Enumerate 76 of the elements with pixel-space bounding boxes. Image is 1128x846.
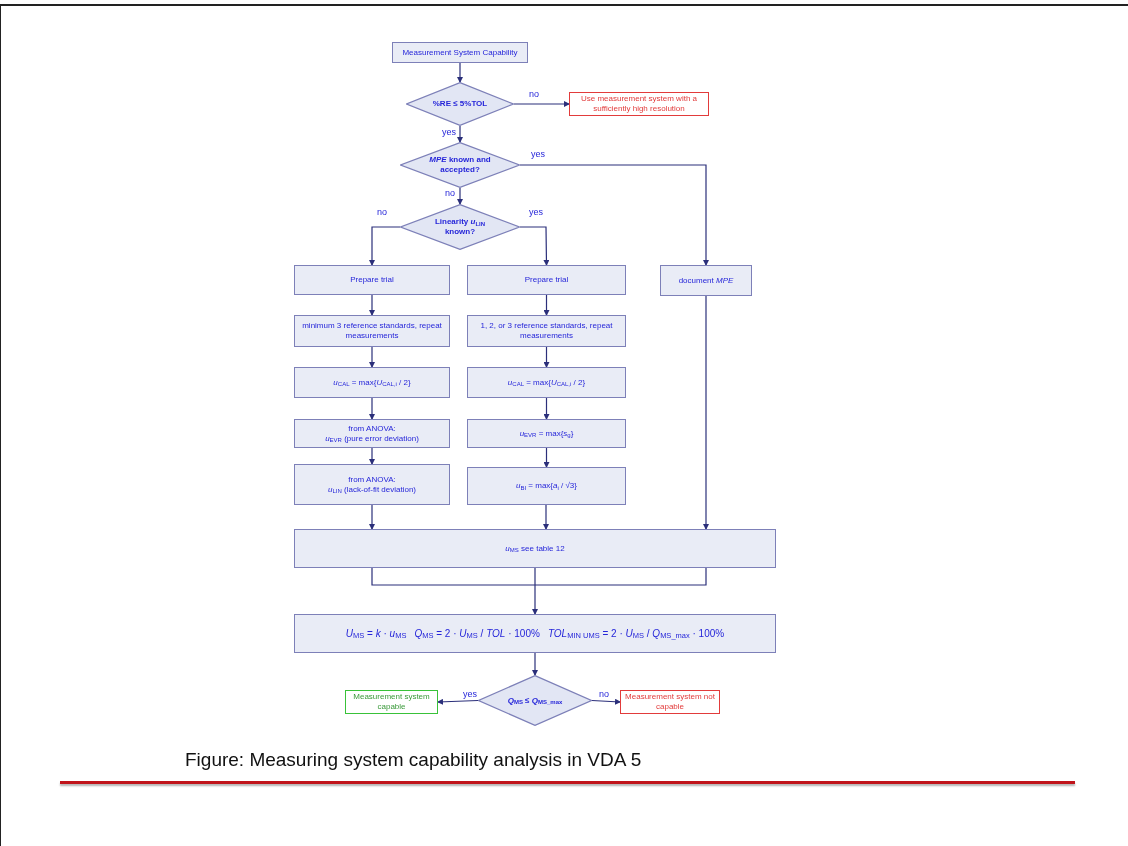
node-label: document MPE	[677, 275, 735, 286]
node-label: u$_{CAL}$ = max{U$_{CAL,i}$ / 2}	[332, 377, 412, 388]
node-label: from ANOVA:	[347, 474, 397, 485]
process-box	[467, 265, 626, 295]
process-box	[467, 467, 626, 505]
node-label: Measurement system not capable	[624, 692, 716, 712]
arrow	[457, 187, 463, 205]
node-label: Use measurement system with a sufficiently high resolution	[579, 94, 698, 114]
process-box	[294, 367, 450, 398]
decision-diamond	[406, 82, 514, 126]
node-label: 1, 2, or 3 reference standards, repeat measurements	[479, 321, 614, 341]
arrow	[591, 698, 621, 705]
node-label: Q$_{MS}$ = 2 · U$_{MS}$ / TOL · 100%	[413, 627, 541, 640]
process-box	[660, 265, 752, 296]
process-box	[294, 265, 450, 295]
arrow	[369, 397, 375, 420]
process-box	[467, 419, 626, 448]
arrow	[532, 567, 538, 615]
process-box	[294, 419, 450, 448]
node-label: u$_{EVR}$ = max{s$_{g}$}	[518, 428, 575, 439]
arrow	[369, 504, 375, 530]
node-label: MPE known and accepted?	[428, 155, 492, 175]
decision-diamond	[400, 204, 520, 250]
arrow	[703, 295, 709, 530]
node-label: Prepare trial	[523, 275, 570, 285]
edge-label: yes	[441, 128, 457, 137]
edge-label: yes	[462, 690, 478, 699]
arrow	[369, 346, 375, 368]
process-box	[467, 315, 626, 347]
arrow	[437, 698, 479, 705]
arrow	[369, 294, 375, 316]
arrow	[519, 226, 550, 266]
node-label: minimum 3 reference standards, repeat measurements	[301, 321, 443, 341]
arrow	[519, 164, 709, 266]
result-box	[345, 690, 438, 714]
arrow	[457, 62, 463, 83]
process-box	[467, 367, 626, 398]
node-label: Measurement System Capability	[401, 47, 519, 58]
node-label: Linearity u$_{LIN}$ known?	[433, 217, 487, 237]
node-label: from ANOVA:	[347, 423, 397, 434]
caption: Figure: Measuring system capability analysis in VDA 5	[185, 748, 642, 772]
edge-label: yes	[530, 150, 546, 159]
process-box	[294, 529, 776, 568]
arrow	[543, 397, 550, 420]
result-box	[569, 92, 709, 116]
node-label: u$_{LIN}$ (lack-of-fit deviation)	[326, 484, 417, 495]
edge-label: no	[528, 90, 540, 99]
arrow	[369, 447, 375, 465]
arrow	[513, 101, 570, 107]
arrow	[369, 226, 401, 266]
edge-label: no	[444, 189, 456, 198]
arrow	[543, 447, 550, 468]
node-label: Measurement system capable	[352, 692, 431, 712]
node-label: Q$_{MS}$ ≤ Q$_{MS_max}$	[506, 695, 564, 706]
node-label: u$_{CAL}$ = max{U$_{CAL,i}$ / 2}	[506, 377, 587, 388]
decision-diamond	[478, 675, 592, 726]
decision-diamond	[400, 142, 520, 188]
arrow	[543, 504, 549, 530]
node-label: u$_{MS}$ see table 12	[504, 543, 566, 554]
edge-label: yes	[528, 208, 544, 217]
process-box	[294, 614, 776, 653]
arrow	[532, 652, 538, 676]
arrow	[543, 294, 550, 316]
arrow	[457, 125, 463, 143]
node-label: u$_{BI}$ = max{a$_{i}$ / √3}	[515, 481, 578, 491]
process-box	[294, 464, 450, 505]
arrow	[543, 346, 550, 368]
node-label: U$_{MS}$ = k · u$_{MS}$	[344, 627, 408, 640]
node-label: u$_{EVR}$ (pure error deviation)	[324, 433, 420, 444]
node-label: %RE ≤ 5%TOL	[431, 99, 489, 109]
process-box	[294, 315, 450, 347]
edge-label: no	[598, 690, 610, 699]
edge-label: no	[376, 208, 388, 217]
node-label: TOL$_{MIN UMS}$ = 2 · U$_{MS}$ / Q$_{MS_max}$ · 100%	[546, 627, 726, 640]
node-label: Prepare trial	[349, 275, 395, 285]
process-box	[392, 42, 528, 63]
